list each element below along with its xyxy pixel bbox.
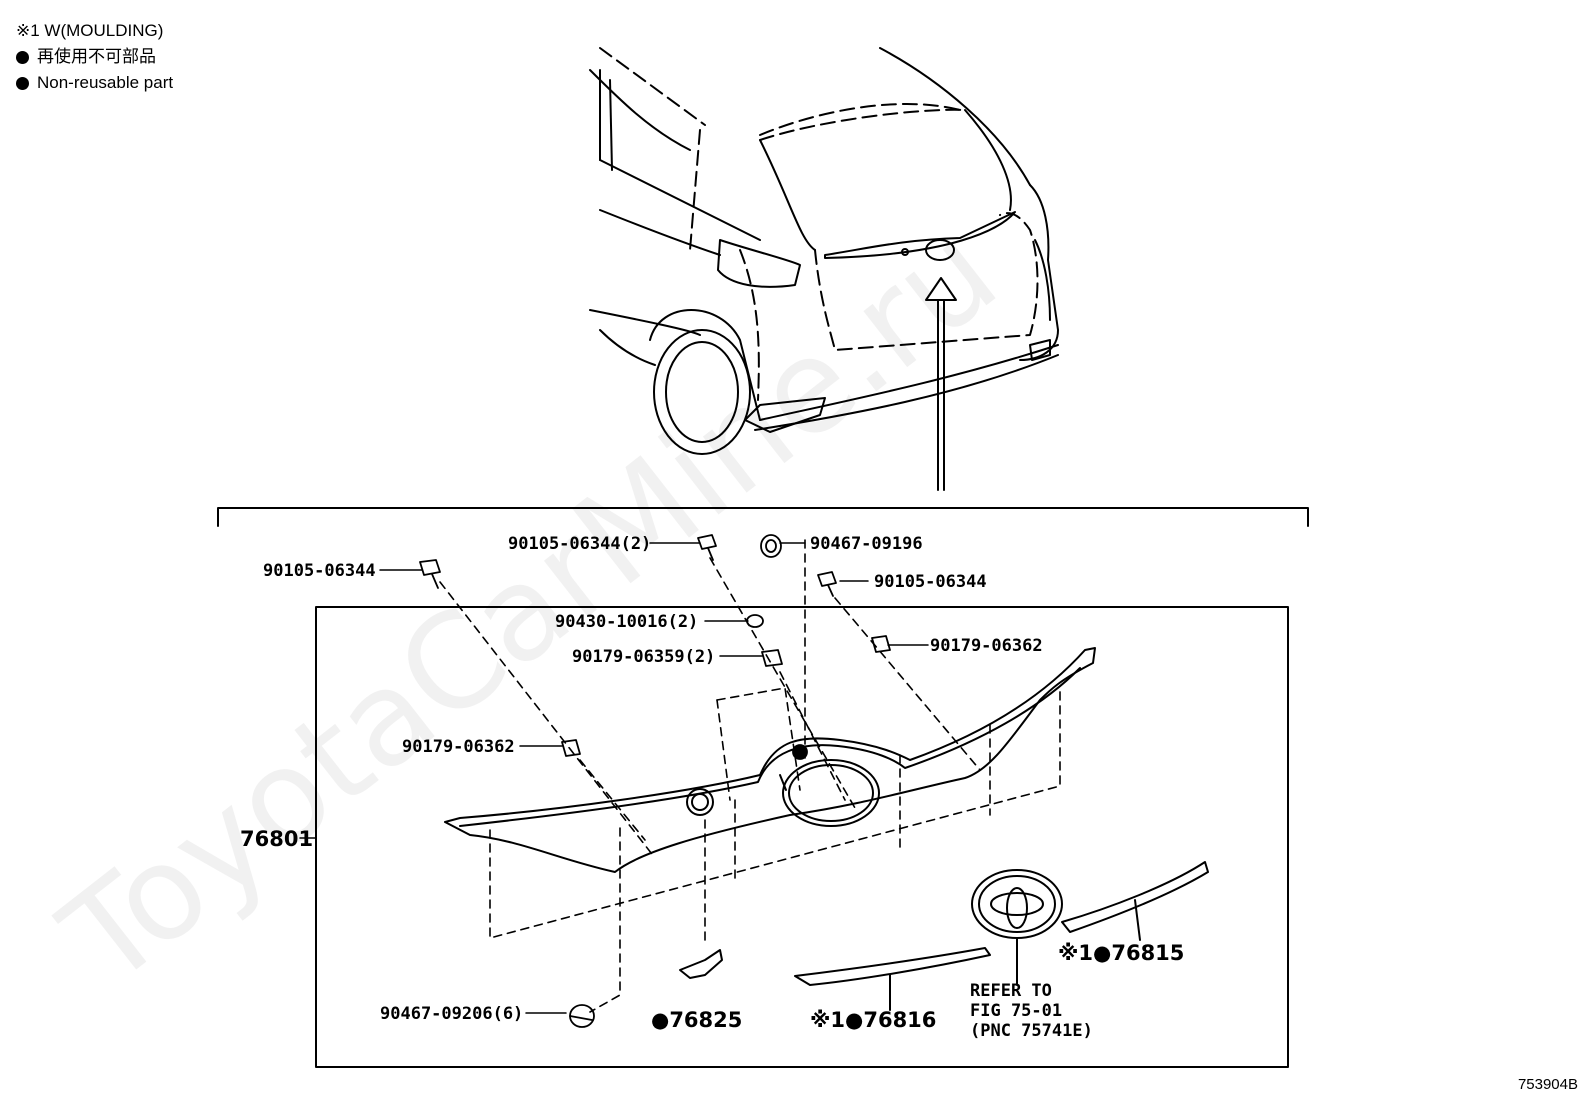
part-76815 [1061,861,1209,941]
assembly-bracket [217,507,1309,527]
legend-non-reusable-jp-text: 再使用不可部品 [37,47,156,66]
back-door-garnish [444,647,1096,873]
clip-icon [871,635,891,653]
part-76825 [679,949,723,979]
label-90105-06344-left: 90105-06344 [263,561,376,581]
refer-line-3: (PNC 75741E) [970,1021,1093,1041]
legend: ※1 W(MOULDING) 再使用不可部品 Non-reusable part [16,18,173,96]
bullet-icon [16,50,29,64]
label-90430-10016: 90430-10016(2) [555,612,698,632]
legend-non-reusable-en-text: Non-reusable part [37,73,174,92]
clip-icon [761,649,783,667]
fasteners [419,534,891,1028]
label-90179-06359: 90179-06359(2) [572,647,715,667]
screw-icon [697,534,717,561]
toyota-emblem-icon [971,869,1063,986]
figure-id: 753904B [1517,1076,1578,1093]
legend-non-reusable-jp: 再使用不可部品 [16,44,173,70]
label-90179-06362-left: 90179-06362 [402,737,515,757]
non-reusable-marker-icon [792,744,808,760]
label-76816: ※1●76816 [810,1008,936,1032]
label-76801: 76801 [240,827,313,851]
watermark-text: ToyotaCarMine.ru [35,195,1024,1015]
bullet-icon [16,76,29,90]
refer-line-1: REFER TO [970,981,1052,1001]
label-90105-06344-top: 90105-06344(2) [508,534,651,554]
screw-icon [817,571,837,597]
nut-icon [760,534,782,558]
car-rear-illustration [589,47,1059,455]
label-90467-09196: 90467-09196 [810,534,923,554]
watermark: ToyotaCarMine.ru [35,195,1024,1015]
refer-line-2: FIG 75-01 [970,1001,1062,1021]
leader-lines [299,542,929,1014]
label-90467-09206: 90467-09206(6) [380,1004,523,1024]
label-90179-06362-right: 90179-06362 [930,636,1043,656]
label-76815: ※1●76815 [1058,941,1184,965]
washer-icon [746,614,764,628]
assembly-frame [315,606,1289,1068]
part-labels: 90105-06344 90105-06344(2) 90467-09196 9… [240,534,1184,1041]
label-76825: ●76825 [651,1008,742,1032]
clip-icon [569,1004,595,1028]
location-arrow [925,277,957,491]
legend-non-reusable-en: Non-reusable part [16,70,173,96]
legend-note-moulding: ※1 W(MOULDING) [16,21,164,40]
locator-lines [439,539,1061,1013]
clip-icon [561,739,581,757]
part-76816 [794,947,991,1011]
screw-icon [419,559,441,589]
label-90105-06344-right: 90105-06344 [874,572,987,592]
